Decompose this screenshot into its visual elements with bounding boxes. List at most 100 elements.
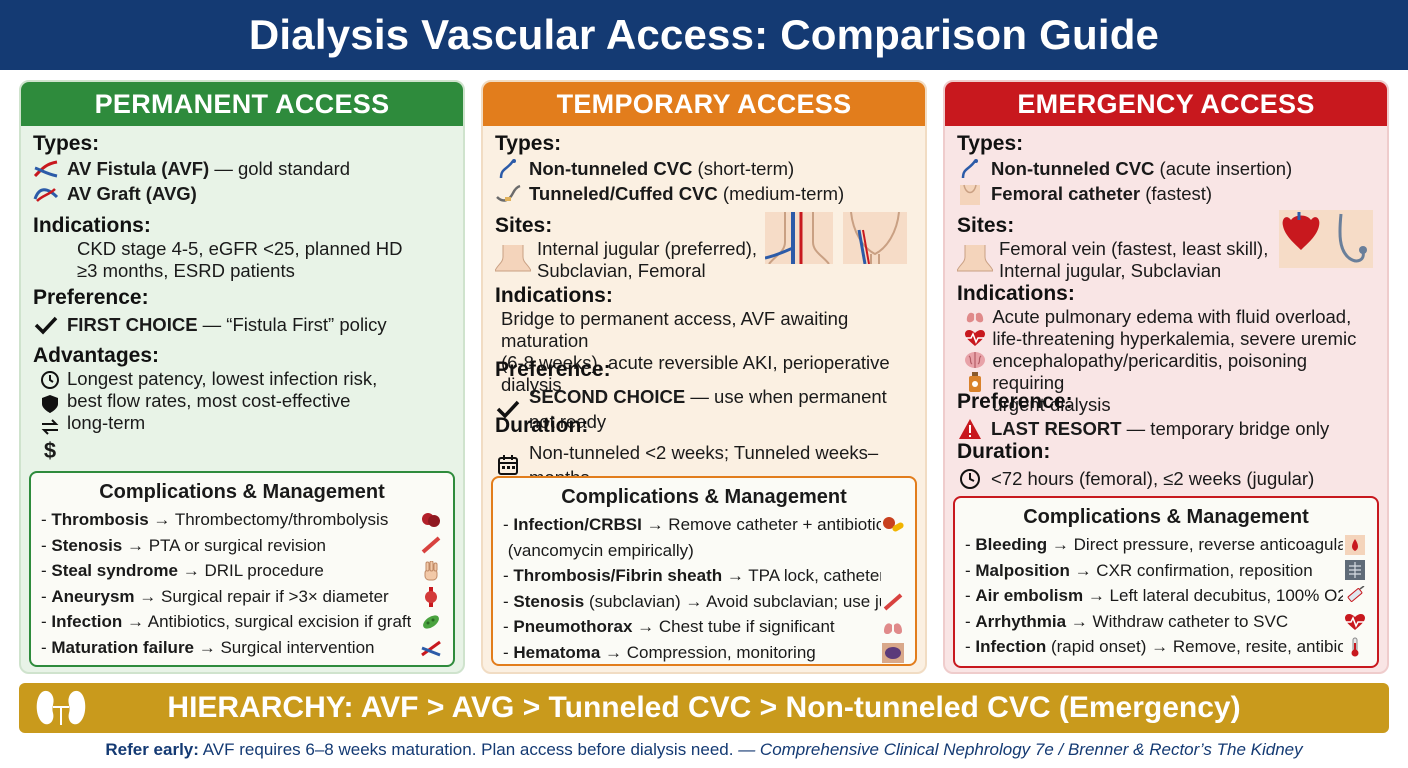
kidney-icon: [35, 689, 87, 727]
title-bar: Dialysis Vascular Access: Comparison Gui…: [0, 0, 1408, 70]
complication-name: Maturation failure: [51, 637, 195, 657]
complication-row: (vancomycin empirically): [503, 538, 905, 564]
flow-icon: [39, 418, 61, 436]
complication-management: → TPA lock, catheter exchange: [726, 566, 881, 586]
complication-row: - Thrombosis → Thrombectomy/thrombolysis: [41, 507, 443, 533]
type-name: Femoral catheter: [991, 183, 1141, 204]
bacteria-pill-icon: [881, 515, 905, 535]
emergency-indications-title: Indications:: [957, 282, 1075, 305]
permanent-preference-row: FIRST CHOICE — “Fistula First” policy: [33, 312, 453, 337]
emergency-indications-section: Indications: Acute pulmonary edema with …: [957, 282, 1377, 416]
complication-management: → PTA or surgical revision: [122, 535, 327, 555]
heart-catheter-illustration: [1279, 210, 1373, 268]
preference-rest: — temporary bridge only: [1121, 418, 1330, 439]
complication-management: (subclavian) → Avoid subclavian; use jug…: [588, 591, 881, 611]
temporary-type-row: Tunneled/Cuffed CVC (medium-term): [495, 181, 915, 206]
type-name: Tunneled/Cuffed CVC: [529, 183, 718, 204]
checkmark-icon: [495, 398, 521, 420]
cuffed-catheter-icon: [495, 183, 521, 205]
emergency-preference-section: Preference: LAST RESORT — temporary brid…: [957, 390, 1377, 441]
emergency-duration-section: Duration: <72 hours (femoral), ≤2 weeks …: [957, 440, 1377, 491]
indication-line: urgent dialysis: [992, 394, 1111, 415]
site-line: Subclavian, Femoral: [537, 260, 706, 281]
advantage-line: best flow rates, most cost-effective: [67, 390, 351, 411]
emergency-types-section: Types: Non-tunneled CVC (acute insertion…: [957, 132, 1377, 206]
neck-icon: [957, 245, 993, 275]
complication-name: Stenosis: [51, 535, 123, 555]
permanent-header: PERMANENT ACCESS: [21, 82, 463, 126]
indication-line: CKD stage 4-5, eGFR <25, planned HD: [77, 238, 403, 259]
emergency-type-row: Femoral catheter (fastest): [957, 181, 1377, 206]
complication-row: - Arrhythmia → Withdraw catheter to SVC: [965, 609, 1367, 635]
permanent-complications-box: Complications & Management - Thrombosis …: [29, 471, 455, 667]
complication-row: - Bleeding → Direct pressure, reverse an…: [965, 532, 1367, 558]
complication-row: - Stenosis (subclavian) → Avoid subclavi…: [503, 589, 905, 615]
complication-management: → Antibiotics, surgical excision if graf…: [122, 612, 412, 632]
preference-rest: — use when permanent not ready: [529, 386, 887, 432]
heart-rhythm-icon: [1343, 612, 1367, 632]
indication-line: (6-8 weeks), acute reversible AKI, perio…: [501, 352, 890, 395]
temporary-access-card: TEMPORARY ACCESS Types: Non-tunneled CVC…: [481, 80, 927, 674]
emergency-duration-row: <72 hours (femoral), ≤2 weeks (jugular): [957, 466, 1377, 491]
preference-bold: SECOND CHOICE: [529, 386, 686, 407]
warning-icon: [957, 418, 983, 440]
complication-management: (vancomycin empirically): [507, 540, 694, 560]
site-line: Internal jugular, Subclavian: [999, 260, 1222, 281]
temporary-sites-title: Sites:: [495, 214, 553, 237]
emergency-header: EMERGENCY ACCESS: [945, 82, 1387, 126]
emergency-access-card: EMERGENCY ACCESS Types: Non-tunneled CVC…: [943, 80, 1389, 674]
complication-row: - Pneumothorax → Chest tube if significa…: [503, 614, 905, 640]
emergency-types-title: Types:: [957, 132, 1024, 155]
lungs-icon: [965, 306, 985, 326]
temporary-preference-title: Preference:: [495, 358, 611, 381]
bacteria-icon: [419, 612, 443, 632]
type-name: AV Graft (AVG): [67, 183, 197, 204]
indication-line: ≥3 months, ESRD patients: [77, 260, 295, 281]
vessel-icon: [33, 158, 59, 180]
complication-name: Steal syndrome: [51, 561, 178, 581]
complication-row: - Stenosis → PTA or surgical revision: [41, 533, 443, 559]
shield-icon: [41, 394, 59, 414]
permanent-preference-section: Preference: FIRST CHOICE — “Fistula Firs…: [33, 286, 453, 337]
bleeding-icon: [1343, 534, 1367, 555]
neck-vessels-illustration: [765, 212, 833, 264]
clock-icon: [40, 370, 60, 390]
type-name: Non-tunneled CVC: [529, 158, 693, 179]
type-name: Non-tunneled CVC: [991, 158, 1155, 179]
hand-icon: [419, 560, 443, 581]
complication-management: → Compression, monitoring: [600, 642, 816, 662]
complication-name: Malposition: [975, 560, 1070, 580]
complication-management: → Surgical repair if >3× diameter: [134, 586, 389, 606]
complication-row: - Infection → Antibiotics, surgical exci…: [41, 609, 443, 635]
complication-management: → CXR confirmation, reposition: [1069, 560, 1313, 580]
complication-name: Hematoma: [513, 642, 601, 662]
complication-management: → Direct pressure, reverse anticoagulati…: [1047, 535, 1343, 554]
heart-rhythm-icon: [964, 328, 986, 348]
complication-management: → Thrombectomy/thrombolysis: [148, 510, 389, 529]
complication-row: - Infection (rapid onset) → Remove, resi…: [965, 634, 1367, 660]
brain-icon: [964, 350, 986, 370]
complication-name: Arrhythmia: [975, 611, 1067, 631]
complication-row: - Malposition → CXR confirmation, reposi…: [965, 558, 1367, 584]
permanent-access-card: PERMANENT ACCESS Types: AV Fistula (AVF)…: [19, 80, 465, 674]
graft-icon: [33, 183, 59, 205]
catheter-icon: [957, 158, 983, 180]
narrow-vessel-icon: [881, 592, 905, 612]
clock-icon: [957, 468, 983, 490]
temporary-preference-section: Preference: SECOND CHOICE — use when per…: [495, 358, 915, 434]
hierarchy-bar: HIERARCHY: AVF > AVG > Tunneled CVC > No…: [19, 683, 1389, 733]
advantage-line: Longest patency, lowest infection risk,: [67, 368, 378, 389]
indication-line: encephalopathy/pericarditis, poisoning r…: [992, 350, 1308, 393]
anatomy-illustrations: [765, 212, 907, 264]
complication-management: → Remove catheter + antibiotics: [641, 515, 881, 534]
complications-title: Complications & Management: [1023, 506, 1309, 528]
dollar-icon: $: [43, 438, 57, 463]
temporary-complications-box: Complications & Management - Infection/C…: [491, 476, 917, 666]
type-name: AV Fistula (AVF): [67, 158, 210, 179]
temporary-indications-section: Indications: Bridge to permanent access,…: [495, 284, 915, 396]
complication-management: (rapid onset) → Remove, resite, antibiot…: [1046, 637, 1343, 657]
emergency-sites-section: Sites: Femoral vein (fastest, least skil…: [957, 210, 1377, 282]
permanent-advantages-title: Advantages:: [33, 344, 160, 367]
narrow-vessel-icon: [419, 535, 443, 555]
emergency-preference-row: LAST RESORT — temporary bridge only: [957, 416, 1377, 441]
